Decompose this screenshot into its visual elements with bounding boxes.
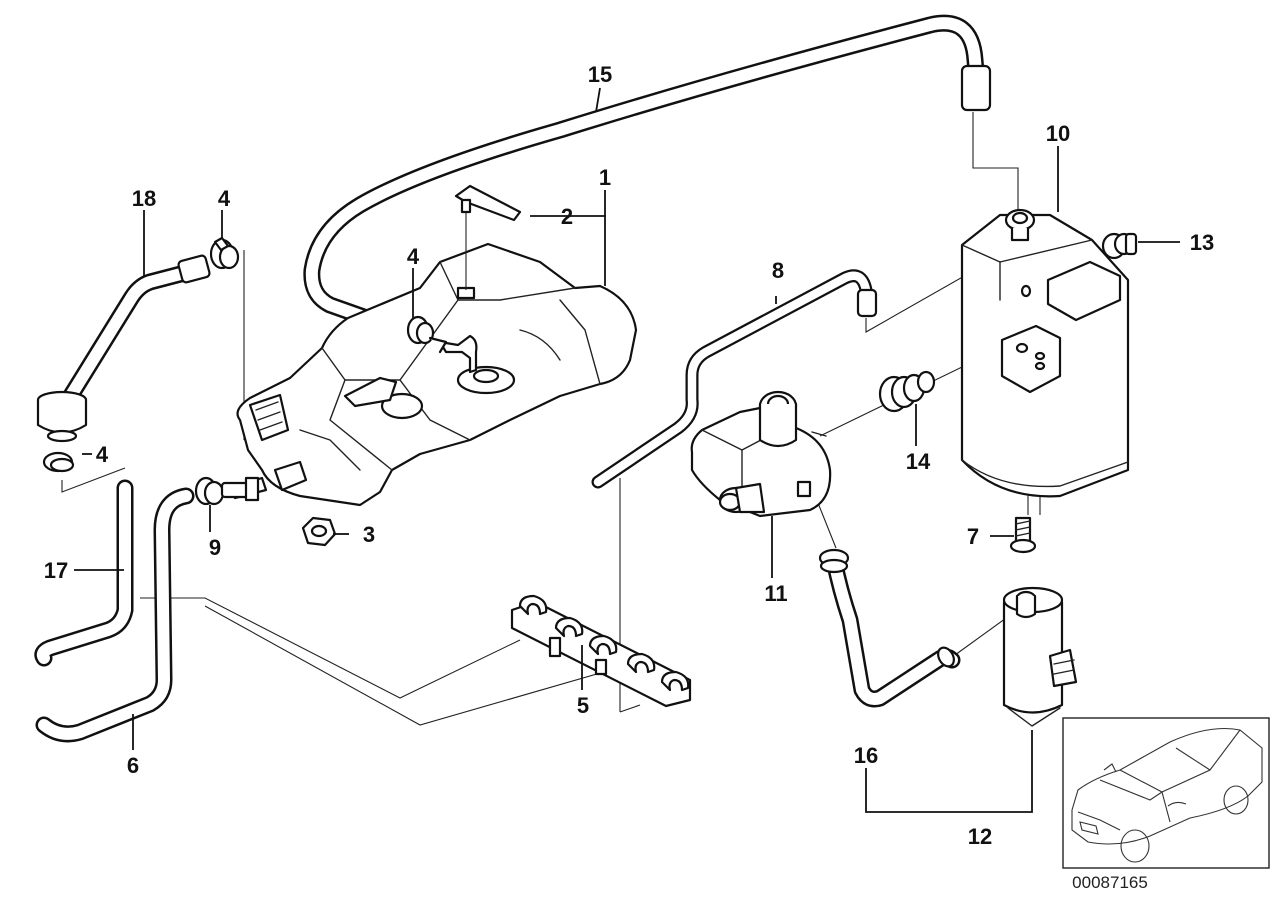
vehicle-location-inset xyxy=(1062,717,1270,869)
label-part-9: 8 xyxy=(772,258,784,283)
hose-part-6 xyxy=(35,487,195,743)
plate-part-2 xyxy=(454,184,522,290)
bolt-part-8 xyxy=(1009,516,1037,554)
hose-part-16 xyxy=(818,548,961,708)
hose-part-17 xyxy=(34,479,134,667)
label-part-3: 3 xyxy=(363,522,375,547)
leader-lines xyxy=(74,87,1180,813)
label-part-16: 16 xyxy=(854,743,878,768)
clip-holder-part-5 xyxy=(510,594,692,708)
filter-part-13 xyxy=(1002,586,1078,727)
label-part-5: 5 xyxy=(577,693,589,718)
clamp-part-4-left xyxy=(42,451,75,473)
seal-part-15 xyxy=(878,370,936,413)
image-reference-code: 00087165 xyxy=(1072,873,1148,892)
label-part-17: 17 xyxy=(44,558,68,583)
label-part-18: 18 xyxy=(132,186,156,211)
label-part-4-top: 4 xyxy=(218,186,231,211)
tank-part-1 xyxy=(228,242,638,507)
label-part-14: 13 xyxy=(1190,230,1214,255)
label-part-13: 12 xyxy=(968,824,992,849)
hose-part-9 xyxy=(591,269,878,489)
grommet-part-14 xyxy=(1101,232,1138,260)
label-part-8: 7 xyxy=(967,524,979,549)
clamp-part-4-top xyxy=(209,236,240,270)
label-part-1: 1 xyxy=(599,165,611,190)
label-part-10: 9 xyxy=(209,535,221,560)
label-part-4-left: 4 xyxy=(96,442,109,467)
label-part-11: 10 xyxy=(1046,121,1070,146)
label-part-12: 11 xyxy=(764,581,787,606)
hose-part-18 xyxy=(36,254,211,443)
canister-part-11 xyxy=(960,208,1130,498)
valve-part-12 xyxy=(690,390,832,518)
label-part-15: 14 xyxy=(906,449,931,474)
clamp-part-4-middle xyxy=(406,315,448,354)
part-labels: 15 1 2 18 4 4 4 17 6 9 3 5 8 11 10 13 14… xyxy=(44,62,1214,849)
label-part-4-middle: 4 xyxy=(407,244,420,269)
nut-part-3 xyxy=(301,516,337,547)
label-part-7: 15 xyxy=(588,62,612,87)
label-part-2: 2 xyxy=(561,204,573,229)
clamp-part-10 xyxy=(194,476,260,506)
label-part-6: 6 xyxy=(127,753,139,778)
